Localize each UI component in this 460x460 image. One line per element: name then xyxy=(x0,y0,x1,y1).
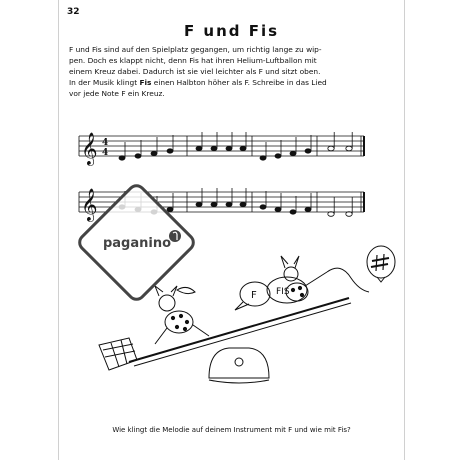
fis-word-bubble xyxy=(266,276,308,304)
time-signature-top: 4 xyxy=(102,138,108,148)
watermark-text: paganino xyxy=(103,236,171,251)
butterfly-net xyxy=(98,337,138,371)
worksheet-page: 32 F und Fis F und Fis sind auf den Spie… xyxy=(58,0,405,460)
f-speech-bubble xyxy=(239,281,271,307)
paragraph-line: In der Musik klingt Fis einen Halbton hö… xyxy=(69,78,327,87)
seesaw-illustration xyxy=(98,245,396,384)
svg-text:𝄞: 𝄞 xyxy=(81,188,98,222)
music-note-icon xyxy=(169,230,181,242)
sharp-icon xyxy=(370,253,390,272)
page-number: 32 xyxy=(67,7,80,17)
clef-2: 𝄞 xyxy=(81,188,98,222)
closing-question: Wie klingt die Melodie auf deinem Instru… xyxy=(112,426,351,434)
staff-1 xyxy=(78,135,365,157)
paragraph-line: vor jede Note F ein Kreuz. xyxy=(69,89,165,98)
balloon xyxy=(326,245,396,293)
fis-bold: Fis xyxy=(139,78,152,87)
notes-staff-1 xyxy=(118,132,353,161)
clef-1: 𝄞 xyxy=(81,132,98,166)
seesaw-plank xyxy=(128,297,350,363)
paragraph-line: einem Kreuz dabei. Dadurch ist sie viel … xyxy=(69,67,321,76)
paganino-watermark: paganino xyxy=(78,184,195,301)
page-title: F und Fis xyxy=(183,22,280,40)
seesaw-pivot xyxy=(208,347,270,379)
sheet-music-and-illustration: 𝄞 4 4 xyxy=(78,132,396,384)
fis-character xyxy=(280,255,328,302)
paragraph-line: F und Fis sind auf den Spielplatz gegang… xyxy=(69,45,322,54)
fis-bubble-label: FIS xyxy=(276,287,290,297)
f-character xyxy=(153,284,210,345)
time-signature-bottom: 4 xyxy=(102,148,108,158)
paragraph-line: pen. Doch es klappt nicht, denn Fis hat … xyxy=(69,56,317,65)
instruction-paragraph: F und Fis sind auf den Spielplatz gegang… xyxy=(69,44,394,99)
f-bubble-label: F xyxy=(251,290,257,301)
svg-text:𝄞: 𝄞 xyxy=(81,132,98,166)
